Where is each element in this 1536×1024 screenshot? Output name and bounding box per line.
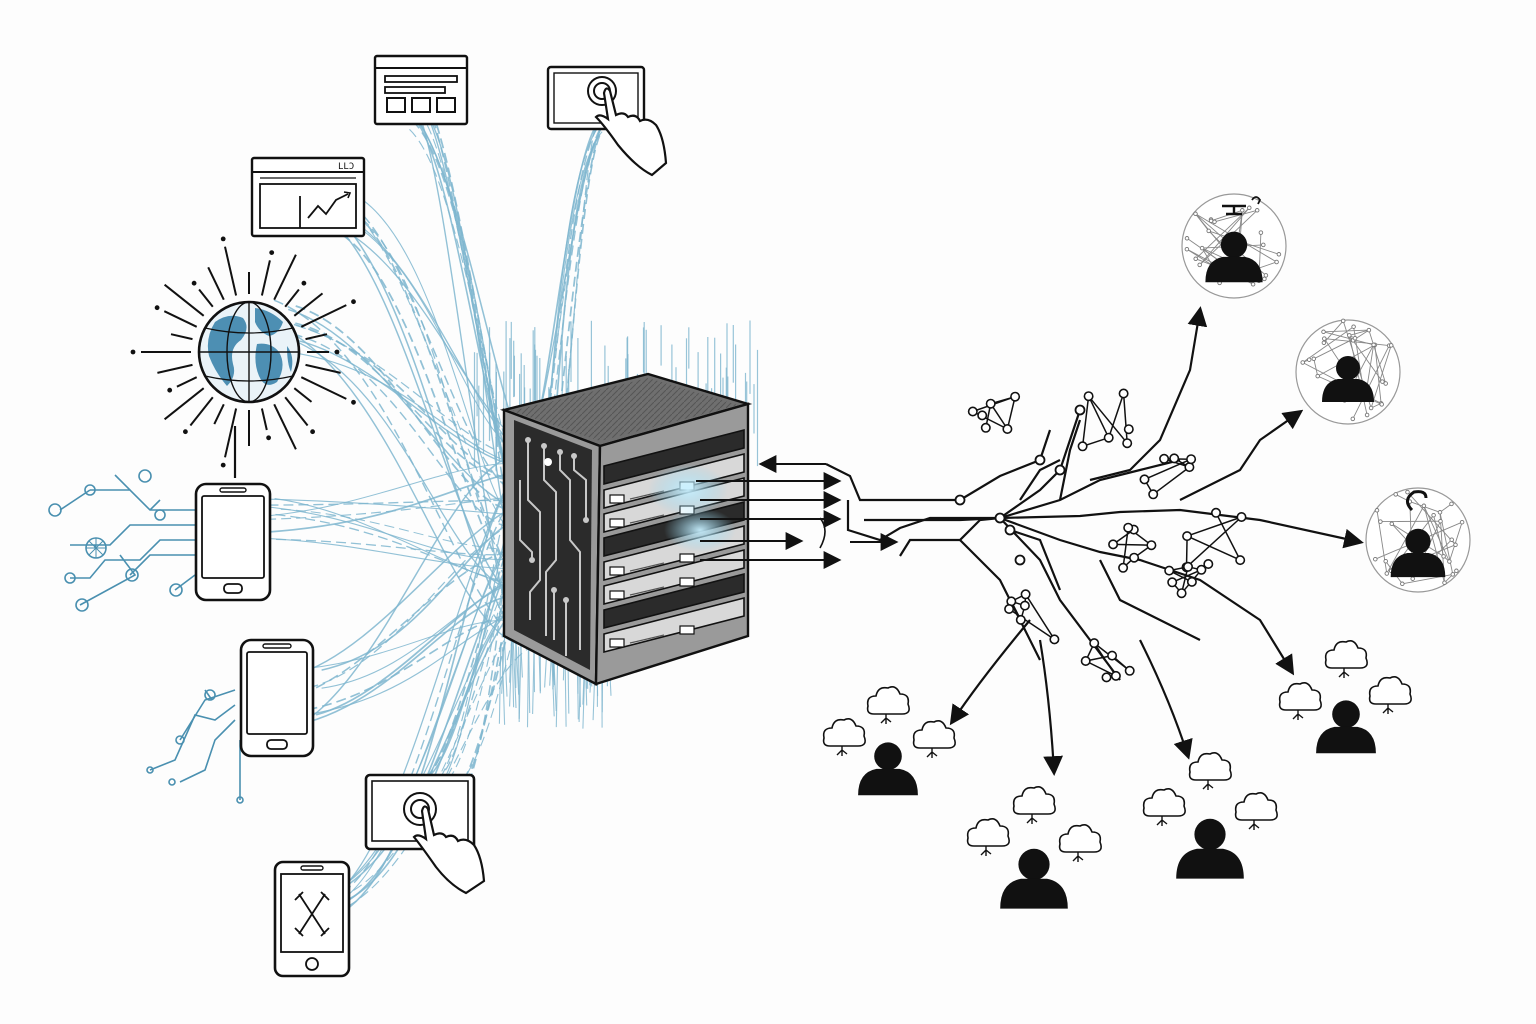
analytics-window-label: LLƆ [338,162,354,172]
globe-rays [130,236,356,468]
person-thought-clouds-icon [822,686,956,796]
smartphone-icon [194,482,272,602]
network-mesh-clusters [954,388,1247,683]
analytics-window-icon: LLƆ [250,156,366,238]
output-arrows [696,455,899,569]
profile-network-icon [1295,318,1401,425]
web-layout-icon [373,54,469,126]
touch-monitor-icon [546,65,668,177]
game-phone-icon [273,860,351,978]
circuit-traces [48,469,244,804]
server-rack-icon [499,372,753,686]
person-thought-clouds-icon [1142,752,1278,879]
smartphone-icon [239,638,315,758]
profile-network-icon [1365,487,1471,593]
touch-tablet-icon [364,773,486,895]
globe-icon [130,236,356,478]
person-thought-clouds-icon [966,786,1102,909]
person-thought-clouds-icon [1278,640,1412,754]
profile-network-icon [1181,193,1287,299]
